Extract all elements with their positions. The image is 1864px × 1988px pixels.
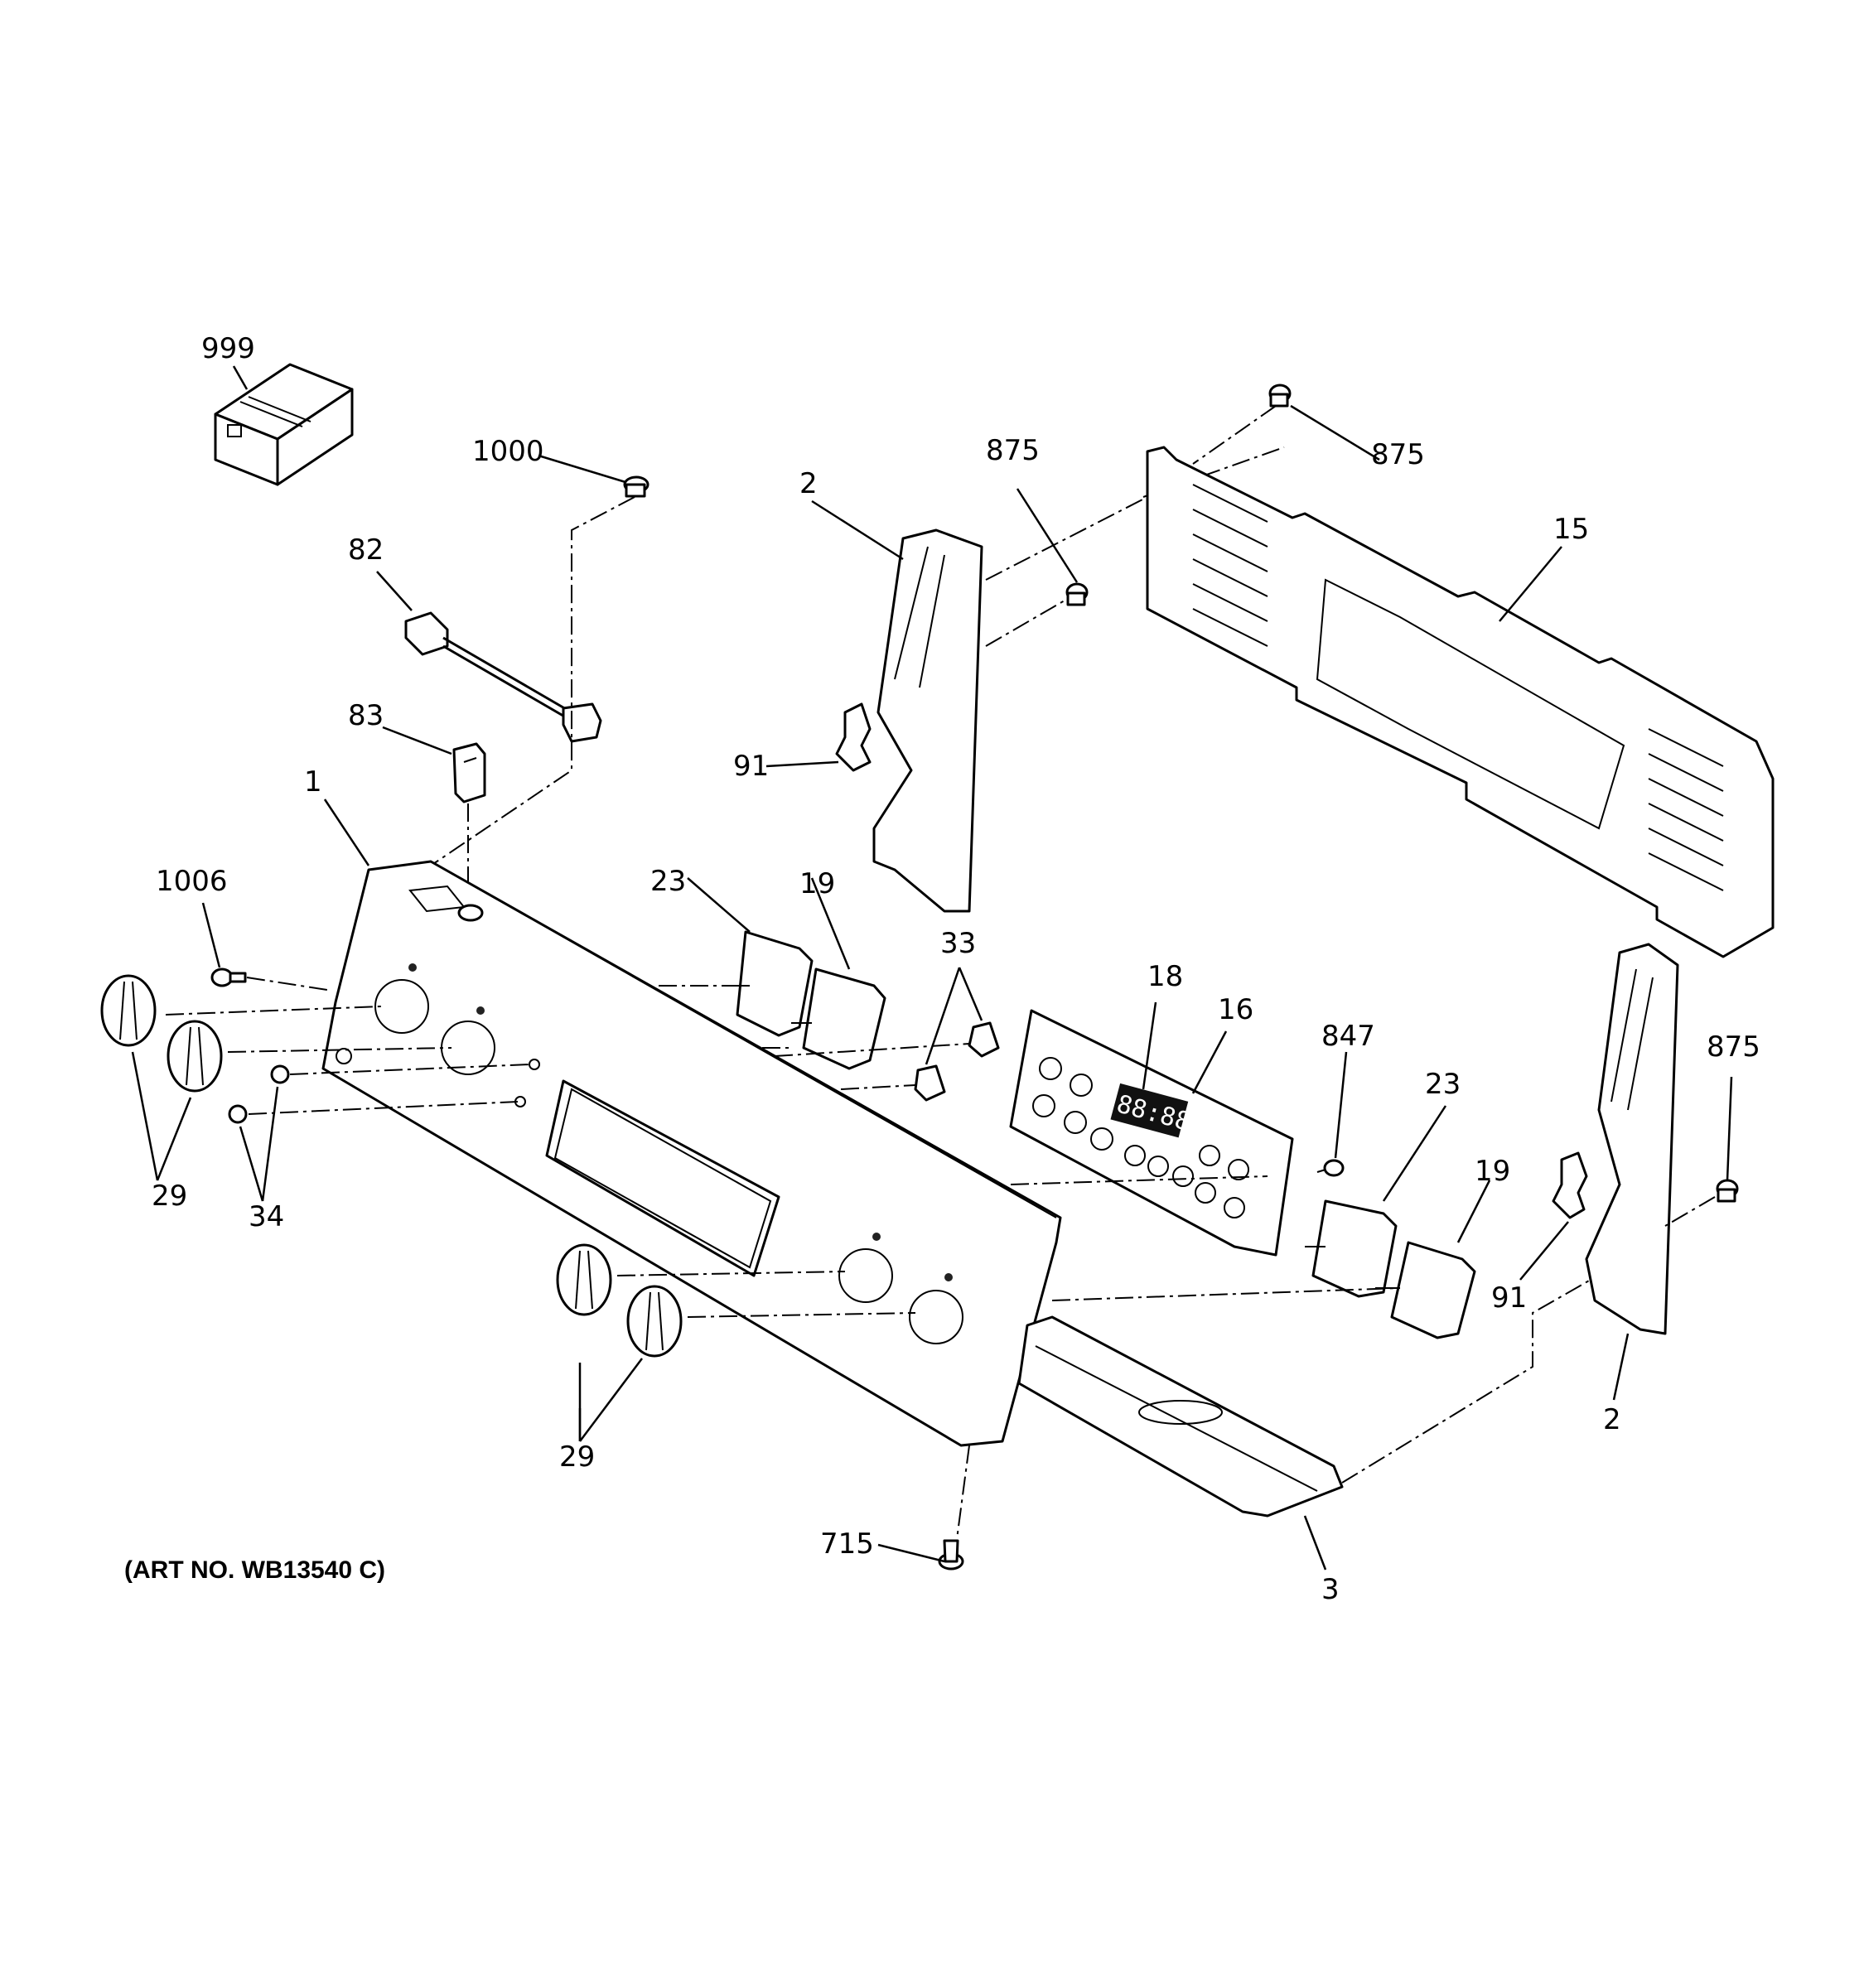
part-34-button-b (228, 1104, 248, 1124)
part-847-screw (1316, 1159, 1345, 1177)
part-29-knob-4 (626, 1285, 683, 1358)
part-715-screw (938, 1539, 964, 1571)
part-29-knob-3 (556, 1243, 612, 1316)
callout-875-top: 875 (986, 434, 1040, 467)
part-83-connector (452, 742, 486, 803)
callout-1000: 1000 (472, 435, 544, 468)
callout-19-right: 19 (1475, 1155, 1510, 1188)
callout-875-right: 875 (1371, 438, 1425, 471)
callout-83: 83 (348, 699, 384, 732)
part-2-right-bracket (1552, 943, 1679, 1335)
part-2-left-bracket (835, 528, 983, 913)
callout-1: 1 (304, 765, 322, 799)
part-82-harness (404, 611, 602, 743)
part-16-control-board: 88:88 (1009, 1009, 1294, 1257)
callout-91-right: 91 (1491, 1281, 1527, 1315)
part-34-button-a (270, 1064, 290, 1084)
callout-19-left: 19 (799, 867, 835, 900)
callout-23-right: 23 (1425, 1068, 1461, 1101)
callout-2-left: 2 (799, 467, 818, 500)
part-19-switch-left (791, 967, 886, 1070)
callout-999: 999 (201, 332, 255, 365)
callout-29-left: 29 (152, 1180, 187, 1213)
callout-23-left: 23 (650, 865, 686, 898)
part-1006-screw (210, 967, 247, 987)
callout-33: 33 (940, 927, 976, 960)
part-1000-screw (623, 475, 650, 498)
callout-15: 15 (1553, 513, 1589, 546)
part-875-screw-c (1716, 1179, 1739, 1203)
part-23-switch-left (729, 930, 814, 1037)
part-999-box (214, 363, 354, 486)
callout-91-left: 91 (733, 750, 769, 783)
part-19-switch-right (1375, 1241, 1476, 1339)
part-33-rocker-b (914, 1064, 946, 1102)
callout-847: 847 (1321, 1020, 1375, 1053)
callout-82: 82 (348, 533, 384, 567)
callout-3: 3 (1321, 1573, 1340, 1606)
callout-labels: 999 1000 82 83 1 1006 29 34 2 875 875 15… (152, 332, 1760, 1606)
part-875-screw-a (1065, 582, 1089, 606)
part-15-backguard (1146, 446, 1775, 958)
part-1-control-panel (321, 860, 1062, 1447)
callout-18: 18 (1147, 960, 1183, 993)
part-33-rocker-a (968, 1021, 1000, 1058)
art-number: (ART NO. WB13540 C) (124, 1556, 385, 1584)
callout-2-right: 2 (1603, 1403, 1621, 1436)
part-29-knob-2 (167, 1020, 223, 1093)
part-3-trim (1017, 1315, 1344, 1518)
callout-1006: 1006 (156, 865, 228, 898)
part-29-knob-1 (100, 974, 157, 1047)
leader-lines (131, 365, 1733, 1571)
part-23-switch-right (1305, 1199, 1398, 1298)
part-875-screw-b (1268, 384, 1292, 408)
callout-715: 715 (820, 1527, 874, 1561)
callout-875-lower: 875 (1707, 1030, 1760, 1064)
callout-34: 34 (249, 1200, 284, 1233)
callout-29-bottom: 29 (559, 1440, 595, 1474)
callout-16: 16 (1218, 993, 1253, 1026)
